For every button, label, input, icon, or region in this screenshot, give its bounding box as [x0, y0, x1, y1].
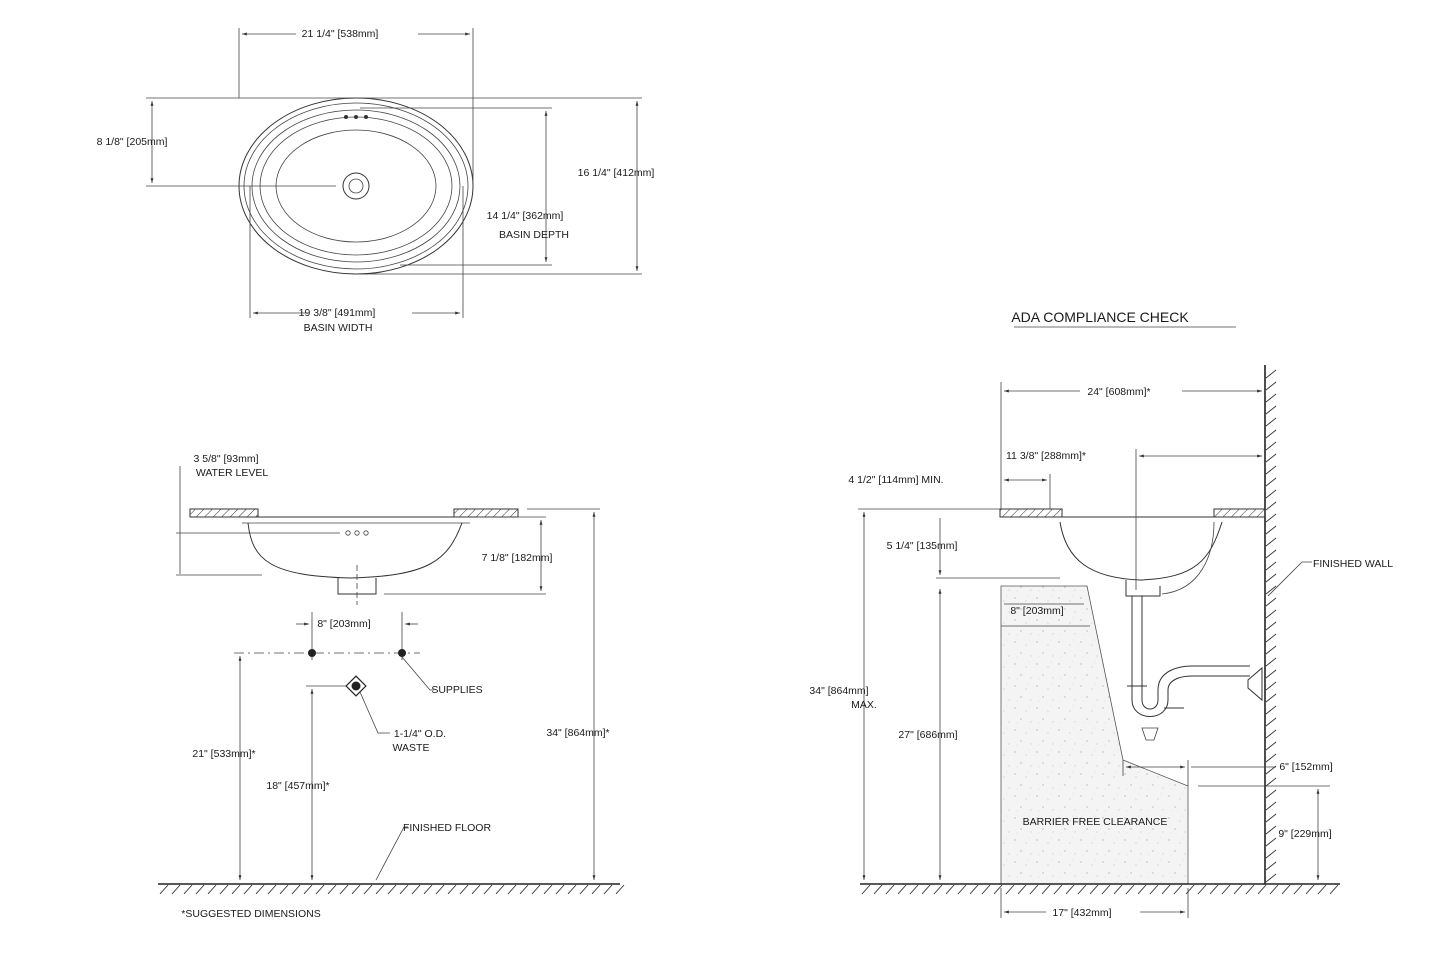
drain-from-wall-label: 11 3/8" [288mm]*: [1006, 450, 1086, 462]
wall-hatch: [1265, 369, 1277, 883]
rim-height-label: 34" [864mm]*: [546, 727, 609, 739]
basin-width-label: BASIN WIDTH: [304, 322, 373, 334]
clearance-label: BARRIER FREE CLEARANCE: [1023, 816, 1168, 828]
ada-sink-bowl: [1059, 521, 1223, 581]
supply-left-icon: [308, 649, 316, 657]
countertop-left: [189, 508, 259, 518]
wall-escutcheon-icon: [1247, 666, 1263, 702]
rim-max-value: 34" [864mm]: [809, 685, 868, 697]
rim-max-label: MAX.: [851, 699, 877, 711]
drain-inner-icon: [348, 178, 364, 194]
p-trap-icon: [1131, 596, 1250, 717]
ada-countertop-left: [999, 508, 1063, 518]
ada-overall-depth-label: 24" [608mm]*: [1087, 386, 1150, 398]
finished-wall-label: FINISHED WALL: [1313, 558, 1393, 570]
supplies-label: SUPPLIES: [431, 684, 482, 696]
waste-label-line2: WASTE: [393, 742, 430, 754]
front-min-label: 4 1/2" [114mm] MIN.: [848, 474, 943, 486]
waste-icon: [345, 675, 367, 697]
ada-view: ADA COMPLIANCE CHECK BARRIER FREE CLEARA…: [809, 309, 1393, 919]
overflow-holes-icon: [344, 115, 368, 119]
countertop-right: [453, 508, 519, 518]
drain-outer-icon: [342, 172, 370, 200]
barrier-free-clearance-area: [1000, 585, 1189, 885]
front-view: 3 5/8" [93mm] WATER LEVEL 7 1/8" [182mm]…: [158, 453, 625, 920]
knee-depth-label: 8" [203mm]: [1010, 605, 1063, 617]
finished-floor-label: FINISHED FLOOR: [403, 822, 492, 834]
overflow-holes-icon: [345, 530, 369, 536]
drain-offset-label: 8 1/8" [205mm]: [97, 136, 168, 148]
knee-height-label: 27" [686mm]: [898, 729, 957, 741]
basin-depth-value: 14 1/4" [362mm]: [487, 210, 564, 222]
supply-height-label: 21" [533mm]*: [192, 748, 255, 760]
bowl-depth-label: 7 1/8" [182mm]: [482, 552, 553, 564]
sink-bowl-profile: [247, 522, 463, 579]
overall-depth-label: 16 1/4" [412mm]: [578, 167, 655, 179]
plan-view: 21 1/4" [538mm] 8 1/8" [205mm] 16 1/4" […: [97, 28, 655, 334]
floor-hatch: [159, 884, 625, 895]
waste-height-label: 18" [457mm]*: [266, 780, 329, 792]
toe-depth-label: 6" [152mm]: [1279, 761, 1332, 773]
overall-width-label: 21 1/4" [538mm]: [302, 28, 379, 40]
ada-title: ADA COMPLIANCE CHECK: [1011, 309, 1189, 325]
supply-right-icon: [398, 649, 406, 657]
waste-label-line1: 1-1/4" O.D.: [394, 728, 446, 740]
ada-countertop-right: [1213, 508, 1266, 518]
clear-width-label: 17" [432mm]: [1052, 907, 1111, 919]
water-level-label: WATER LEVEL: [196, 467, 269, 479]
basin-depth-label: BASIN DEPTH: [499, 229, 569, 241]
ada-floor-hatch: [861, 884, 1339, 895]
apron-depth-label: 5 1/4" [135mm]: [887, 540, 958, 552]
water-level-value: 3 5/8" [93mm]: [193, 453, 258, 465]
supply-spacing-label: 8" [203mm]: [317, 618, 370, 630]
basin-width-value: 19 3/8" [491mm]: [299, 307, 376, 319]
suggested-dimensions-note: *SUGGESTED DIMENSIONS: [181, 908, 320, 920]
toe-height-label: 9" [229mm]: [1278, 828, 1331, 840]
